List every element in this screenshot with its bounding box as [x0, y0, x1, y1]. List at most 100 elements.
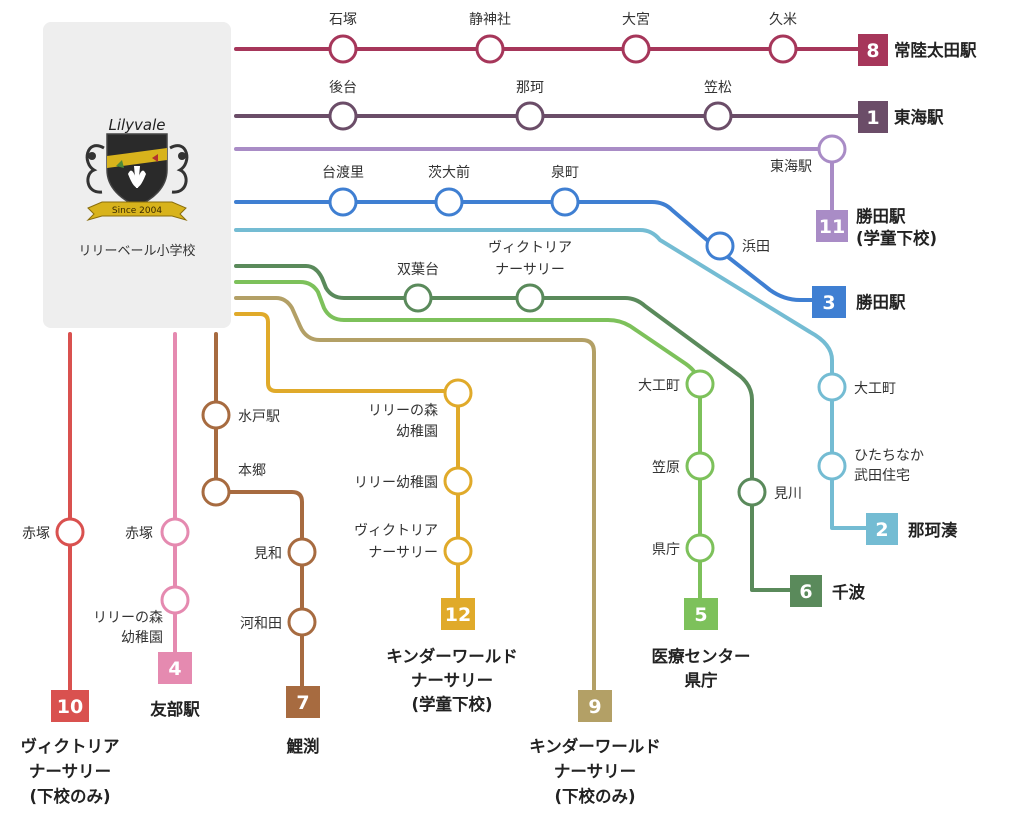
route-number: 8: [866, 40, 879, 62]
stop-marker-route-12: [443, 378, 473, 408]
route-number: 6: [799, 581, 812, 603]
stop-label-route-12: 幼稚園: [396, 424, 438, 440]
stop-marker-route-11: [817, 134, 847, 164]
stop-label-route-7: 水戸駅: [238, 409, 280, 425]
route-number: 11: [819, 216, 845, 238]
route-destination: (下校のみ): [554, 786, 635, 806]
stop-label-route-1: 笠松: [704, 80, 732, 96]
route-number-box: [866, 513, 898, 545]
stop-marker-route-1: [703, 101, 733, 131]
stop-marker-route-8: [621, 34, 651, 64]
stop-marker-route-6: [403, 283, 433, 313]
route-destination: (学童下校): [856, 228, 937, 248]
stop-label-route-6: ナーサリー: [495, 262, 565, 278]
stop-label-route-3: 浜田: [742, 239, 770, 255]
stop-label-route-7: 河和田: [240, 616, 282, 632]
stop-label-route-8: 静神社: [469, 12, 511, 28]
stop-marker-route-3: [550, 187, 580, 217]
stop-marker-route-3: [328, 187, 358, 217]
route-number-box: [158, 652, 192, 684]
route-line-12: [234, 312, 460, 600]
stop-label-route-2: 武田住宅: [854, 468, 910, 484]
stop-marker-route-7: [201, 400, 231, 430]
route-destination: ナーサリー: [29, 762, 111, 781]
route-number: 1: [866, 107, 879, 129]
route-destination: 医療センター: [652, 646, 751, 666]
route-destination: 勝田駅: [856, 292, 906, 312]
stop-marker-route-8: [328, 34, 358, 64]
stop-marker-route-1: [328, 101, 358, 131]
stop-label-route-11: 東海駅: [770, 159, 812, 175]
stop-marker-route-4: [160, 585, 190, 615]
route-line-9: [234, 296, 596, 692]
route-badge-3: 3 勝田駅: [812, 286, 906, 318]
stop-label-route-7: 本郷: [238, 463, 266, 479]
stop-label-route-8: 久米: [769, 12, 797, 28]
stop-label-route-5: 笠原: [652, 460, 680, 476]
route-number-box: [286, 686, 320, 718]
route-number: 10: [57, 696, 83, 718]
stop-label-route-2: ひたちなか: [854, 448, 924, 464]
stop-label-route-8: 大宮: [622, 12, 650, 28]
route-badge-4: 4 友部駅: [150, 652, 200, 719]
route-line-7: [214, 332, 304, 688]
route-number-box: [684, 598, 718, 630]
stop-marker-route-4: [160, 517, 190, 547]
stop-label-route-5: 県庁: [652, 542, 680, 558]
logo-since: Since 2004: [112, 206, 162, 216]
stop-label-route-8: 石塚: [329, 12, 357, 28]
route-number: 12: [445, 604, 471, 626]
stop-marker-route-7: [201, 477, 231, 507]
route-destination: 県庁: [685, 670, 719, 690]
route-destination: 友部駅: [150, 699, 200, 719]
route-badge-1: 1 東海駅: [858, 101, 944, 133]
route-destination: 勝田駅: [856, 206, 906, 226]
stop-marker-route-3: [705, 231, 735, 261]
stop-marker-route-1: [515, 101, 545, 131]
route-destination: ナーサリー: [411, 671, 493, 690]
stop-label-route-4: 赤塚: [125, 526, 153, 542]
stop-label-route-6: ヴィクトリア: [488, 239, 572, 256]
stop-label-route-3: 茨大前: [428, 164, 470, 181]
stop-label-route-3: 台渡里: [322, 165, 364, 181]
stop-marker-route-6: [737, 477, 767, 507]
school-crest-icon: Lilyvale Since 2004: [85, 116, 189, 222]
stop-label-route-4: 幼稚園: [121, 630, 163, 646]
route-number: 5: [694, 604, 707, 626]
stop-label-route-4: リリーの森: [93, 610, 163, 626]
logo-text: Lilyvale: [108, 116, 165, 134]
route-destination: 東海駅: [894, 107, 944, 127]
route-line-5: [234, 280, 702, 600]
stop-label-route-5: 大工町: [638, 378, 680, 394]
route-number: 3: [822, 292, 835, 314]
stop-label-route-12: リリーの森: [368, 403, 438, 419]
route-number-box: [578, 690, 612, 722]
stop-marker-route-7: [287, 537, 317, 567]
route-destination: キンダーワールド: [386, 646, 518, 666]
route-number-box: [812, 286, 846, 318]
school-name: リリーベール小学校: [78, 244, 196, 259]
route-number: 9: [588, 696, 601, 718]
stop-label-route-7: 見和: [254, 546, 282, 562]
stop-marker-route-5: [685, 533, 715, 563]
route-number: 7: [296, 692, 309, 714]
route-number-box: [441, 598, 475, 630]
route-destination: 常陸太田駅: [894, 40, 977, 60]
school-panel: Lilyvale Since 2004 リリーベール小学校: [43, 22, 231, 328]
stop-label-route-12: ナーサリー: [368, 545, 438, 561]
route-number-box: [790, 575, 822, 607]
route-number: 4: [168, 658, 181, 680]
route-badge-11: 11 勝田駅(学童下校): [816, 206, 937, 248]
stop-label-route-12: リリー幼稚園: [354, 475, 438, 491]
stop-label-route-1: 後台: [329, 80, 357, 96]
stop-label-route-10: 赤塚: [22, 526, 50, 542]
route-line-6: [234, 264, 792, 592]
stop-label-route-12: ヴィクトリア: [354, 522, 438, 539]
route-destination: (下校のみ): [29, 786, 110, 806]
route-destination: (学童下校): [411, 694, 492, 714]
